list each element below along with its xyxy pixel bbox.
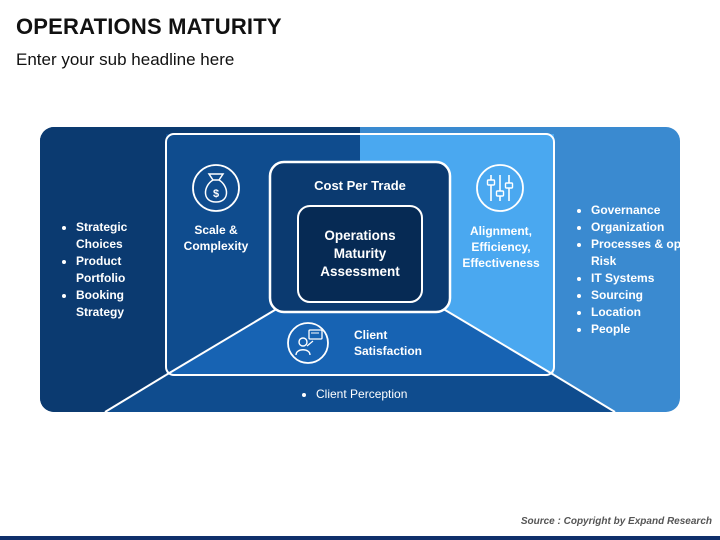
alignment-efficiency-label: Alignment, Efficiency, Effectiveness [462,224,540,271]
outer-panel [40,127,680,412]
center-core-box [297,205,423,303]
list-item: Location [591,304,691,321]
money-bag-icon: $ [192,164,240,212]
source-credit: Source : Copyright by Expand Research [520,516,712,527]
scale-complexity-label: Scale & Complexity [183,223,249,254]
outer-bottom-region [105,375,615,412]
right-outer-list: Governance Organization Processes & op. … [577,202,691,338]
outer-left-diagonal [104,374,167,413]
page-title: OPERATIONS MATURITY [16,14,282,39]
bottom-outer-list: Client Perception [302,386,456,403]
list-item: IT Systems [591,270,691,287]
sliders-icon [476,164,524,212]
svg-text:$: $ [213,188,219,200]
list-item: Strategic Choices [76,219,156,253]
list-item: Booking Strategy [76,287,156,321]
inner-bottom-region [166,295,554,375]
list-item: Sourcing [591,287,691,304]
list-item: Product Portfolio [76,253,156,287]
list-item: Client Perception [316,386,456,403]
client-satisfaction-label: Client Satisfaction [354,328,423,359]
client-presentation-icon [287,322,329,364]
operations-maturity-assessment-label: Operations Maturity Assessment [320,228,400,280]
page-subtitle: Enter your sub headline here [16,50,235,69]
inner-frame-border [165,133,555,376]
footer-bar [0,536,720,540]
list-item: People [591,321,691,338]
cost-per-trade-label: Cost Per Trade [314,178,406,193]
list-item: Governance [591,202,691,219]
list-item: Processes & op. Risk [591,236,691,270]
outer-right-diagonal [553,374,616,413]
list-item: Organization [591,219,691,236]
left-outer-list: Strategic Choices Product Portfolio Book… [62,219,156,321]
